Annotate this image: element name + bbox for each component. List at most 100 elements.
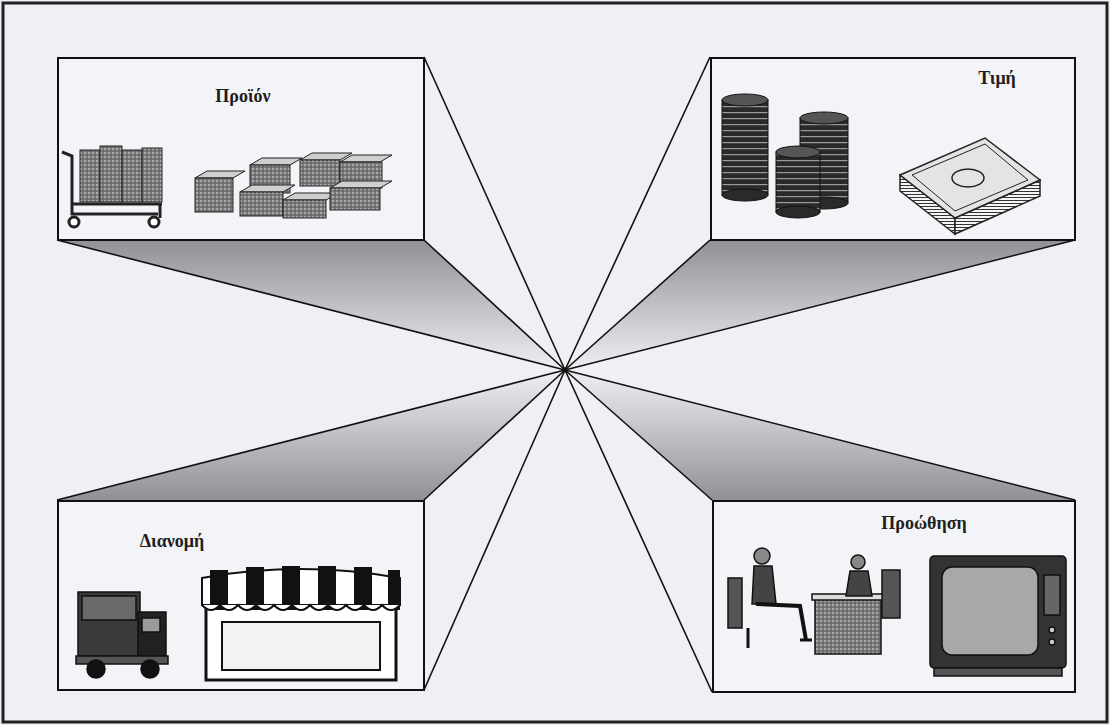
box-pile [340, 155, 392, 162]
coin-stack [800, 197, 848, 209]
box-title: Τιμή [942, 67, 1052, 89]
shopping-cart [142, 148, 162, 202]
television [1044, 575, 1060, 615]
coin-stack [722, 189, 768, 201]
sales-meeting [882, 570, 900, 618]
box-pile [340, 162, 382, 188]
perspective-line [57, 370, 565, 500]
delivery-truck [78, 592, 140, 656]
sales-meeting [728, 548, 900, 654]
shopping-cart [72, 203, 162, 206]
shade-wedge [565, 370, 1075, 500]
vanishing-point [563, 368, 568, 373]
sales-meeting [728, 578, 742, 628]
perspective-line [424, 57, 565, 370]
storefront [388, 570, 400, 610]
shade-wedge [565, 240, 1075, 370]
shopping-cart [62, 152, 158, 214]
sales-meeting [756, 604, 806, 640]
delivery-truck [138, 612, 166, 658]
coin-stack [722, 94, 848, 218]
box-pile [195, 171, 245, 178]
perspective-line [565, 370, 1075, 500]
storefront [222, 622, 380, 670]
shopping-cart [69, 217, 79, 227]
coin-stack [800, 118, 848, 203]
box-pile [195, 178, 233, 212]
banknote-stack [912, 144, 1028, 211]
banknote-stack [900, 138, 1040, 234]
television [1049, 627, 1055, 633]
perspective-line [424, 240, 565, 370]
perspective-line [565, 240, 710, 370]
television [930, 556, 1066, 676]
coin-stack [776, 152, 820, 212]
sales-meeting [747, 628, 750, 648]
storefront [354, 567, 372, 610]
shopping-cart [80, 150, 100, 202]
delivery-truck [87, 660, 105, 678]
box-title: Προώθηση [854, 512, 994, 534]
television [930, 556, 1066, 668]
perspective-line [424, 370, 565, 690]
storefront [282, 566, 300, 610]
storefront [206, 605, 396, 680]
box-title: Προϊόν [59, 85, 427, 107]
sales-meeting [846, 571, 872, 596]
television [934, 668, 1062, 676]
storefront [246, 567, 264, 610]
perspective-line [57, 240, 565, 370]
coin-stack [800, 112, 848, 124]
television [1049, 639, 1055, 645]
box-pile [240, 185, 295, 192]
coin-stack [776, 146, 820, 158]
box-pile [330, 188, 380, 210]
box-pile [283, 193, 338, 200]
delivery-truck [76, 592, 168, 678]
storefront [202, 569, 400, 605]
storefront [318, 566, 336, 610]
box-pile [250, 165, 290, 193]
sales-meeting [800, 639, 812, 642]
delivery-truck [141, 660, 159, 678]
shade-wedge [57, 240, 565, 370]
coin-stack [722, 94, 768, 106]
shopping-cart [149, 217, 159, 227]
perspective-line [57, 57, 1075, 692]
shopping-cart [159, 204, 162, 218]
banknote-stack [900, 175, 955, 234]
category-box: Προϊόν [57, 57, 425, 241]
box-pile [300, 160, 340, 186]
figure-frame [3, 3, 1107, 722]
sales-meeting [851, 555, 865, 569]
category-box: Προώθηση [712, 500, 1076, 693]
shopping-cart [100, 146, 122, 202]
box-pile [250, 158, 302, 165]
shopping-cart [122, 150, 142, 202]
delivery-truck [142, 618, 160, 632]
banknote-stack [900, 138, 1040, 218]
delivery-truck [76, 656, 168, 664]
sales-meeting [812, 594, 884, 600]
perspective-line [565, 370, 712, 692]
shade-wedge [57, 240, 1075, 500]
television [942, 567, 1038, 655]
perspective-line [565, 240, 1075, 370]
coin-stack [722, 100, 768, 195]
shade-wedge [57, 370, 565, 500]
sales-meeting [754, 548, 770, 564]
perspective-line [424, 370, 565, 500]
box-pile [240, 192, 283, 216]
storefront [202, 605, 400, 610]
perspective-line [565, 57, 710, 370]
shopping-cart [62, 146, 162, 227]
box-pile [300, 153, 352, 160]
banknote-stack [952, 169, 984, 187]
delivery-truck [82, 596, 136, 620]
sales-meeting [815, 598, 881, 654]
category-box: Τιμή [710, 57, 1076, 241]
box-pile [283, 200, 326, 218]
